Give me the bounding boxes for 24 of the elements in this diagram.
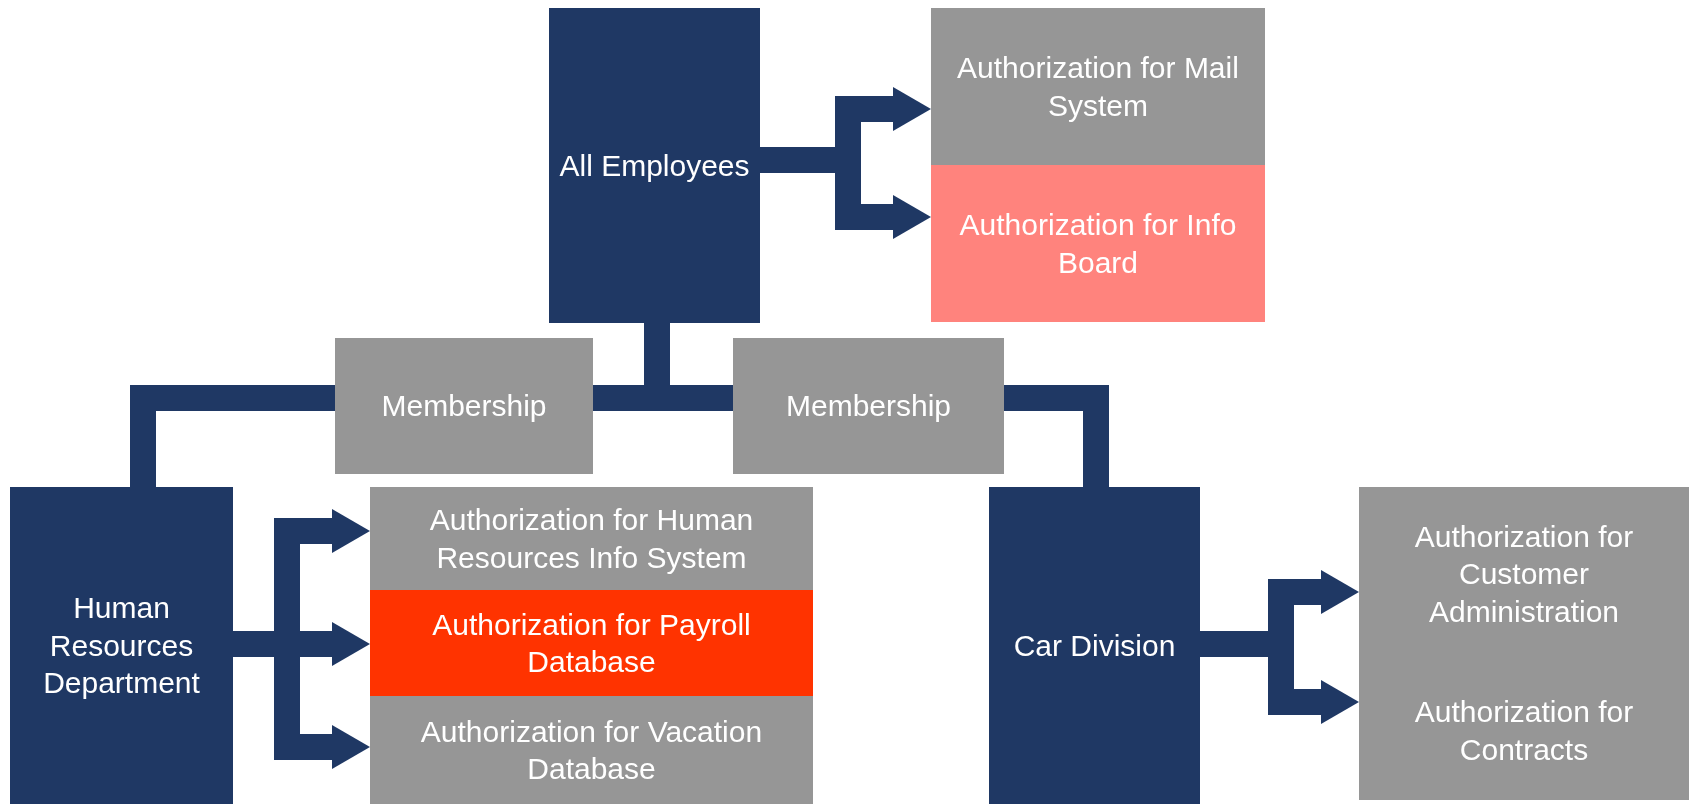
authorization-box bbox=[931, 165, 1265, 322]
group-box bbox=[10, 487, 233, 804]
authorization-box bbox=[370, 487, 813, 590]
membership-box bbox=[733, 338, 1004, 474]
box-label: Authorization for Info Board bbox=[958, 207, 1238, 281]
group-box bbox=[549, 8, 760, 323]
box-label: All Employees bbox=[559, 147, 750, 184]
box-label: Human Resources Department bbox=[42, 590, 201, 702]
box-label: Authorization for Vacation Database bbox=[419, 713, 764, 787]
box-label: Authorization for Customer Administration bbox=[1413, 518, 1635, 630]
box-label: Authorization for Human Resources Info System bbox=[428, 502, 755, 576]
authorization-box bbox=[370, 696, 813, 804]
box-label: Authorization for Contracts bbox=[1413, 694, 1635, 768]
box-label: Authorization for Payroll Database bbox=[431, 606, 752, 680]
group-box bbox=[989, 487, 1200, 804]
authorization-box bbox=[370, 590, 813, 696]
box-label: Membership bbox=[785, 388, 952, 425]
membership-box bbox=[335, 338, 593, 474]
box-label: Membership bbox=[381, 388, 547, 425]
authorization-box bbox=[1359, 661, 1689, 800]
authorization-box bbox=[1359, 487, 1689, 661]
box-label: Car Division bbox=[1013, 627, 1176, 664]
box-label: Authorization for Mail System bbox=[956, 50, 1240, 124]
authorization-box bbox=[931, 8, 1265, 165]
